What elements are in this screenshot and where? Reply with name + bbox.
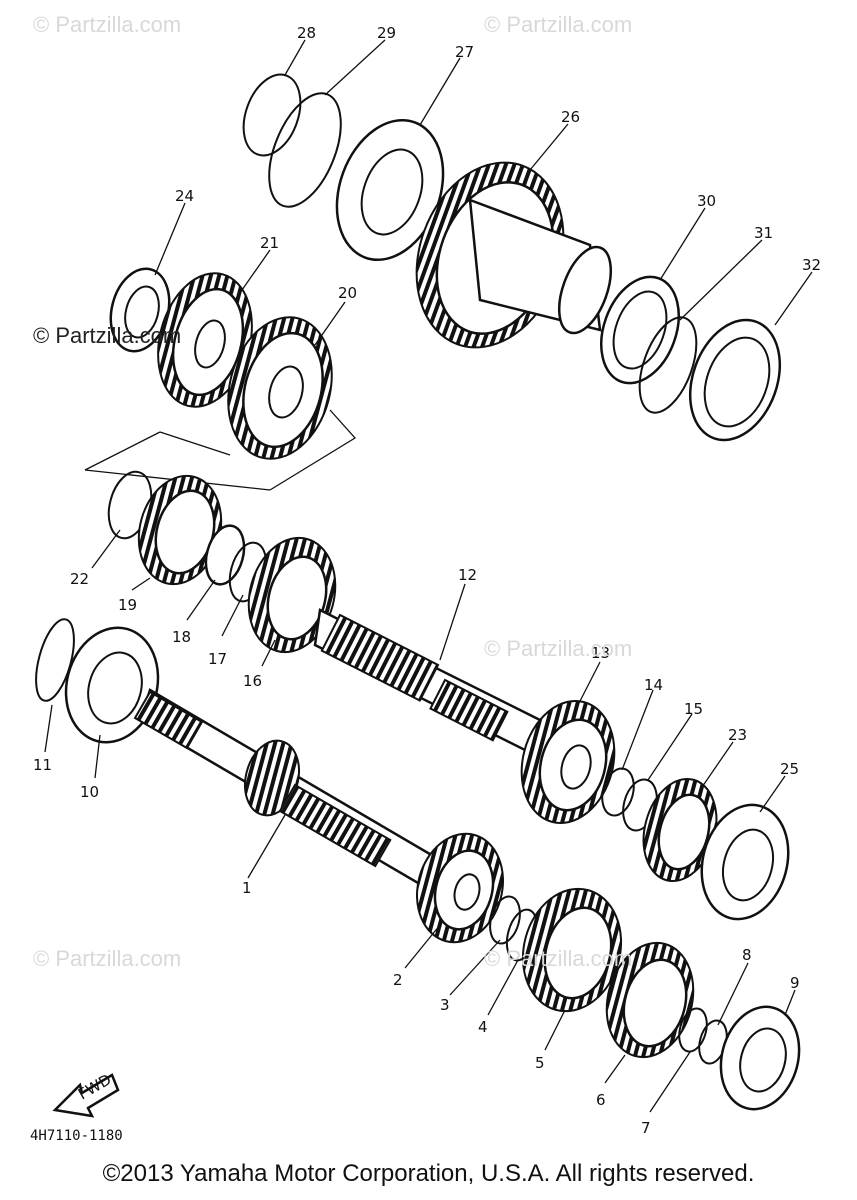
washer-14 (601, 767, 635, 817)
callout-21: 21 (260, 234, 279, 252)
callout-18: 18 (172, 628, 191, 646)
callout-25: 25 (780, 760, 799, 778)
callout-2: 2 (393, 971, 403, 989)
callouts: 1 2 3 4 5 6 7 8 9 10 11 12 13 14 15 16 1… (33, 24, 821, 1137)
o-ring-31 (638, 316, 698, 414)
gear-13 (520, 699, 616, 825)
callout-8: 8 (742, 946, 752, 964)
callout-24: 24 (175, 187, 194, 205)
callout-1: 1 (242, 879, 252, 897)
callout-13: 13 (591, 644, 610, 662)
callout-5: 5 (535, 1054, 545, 1072)
fwd-arrow-icon: FWD (52, 1070, 120, 1118)
washer-3 (489, 895, 521, 945)
callout-23: 23 (728, 726, 747, 744)
callout-16: 16 (243, 672, 262, 690)
diagram-code: 4H7110-1180 (30, 1128, 123, 1144)
bearing-25 (700, 803, 790, 921)
callout-7: 7 (641, 1119, 651, 1137)
bearing-9 (719, 1005, 801, 1111)
callout-9: 9 (790, 974, 800, 992)
bearing-10 (64, 626, 160, 744)
gear-5 (521, 887, 623, 1013)
watermark-top-right: © Partzilla.com (484, 12, 633, 37)
circlip-28 (242, 73, 302, 157)
callout-12: 12 (458, 566, 477, 584)
gear-23 (642, 777, 718, 883)
gear-2 (416, 832, 504, 944)
watermark-top-left: © Partzilla.com (33, 12, 182, 37)
callout-28: 28 (297, 24, 316, 42)
callout-27: 27 (455, 43, 474, 61)
bushing-18 (204, 524, 246, 586)
callout-19: 19 (118, 596, 137, 614)
shaft-12 (313, 608, 542, 757)
gear-6 (605, 941, 695, 1059)
gear-16 (247, 536, 337, 654)
callout-11: 11 (33, 756, 52, 774)
callout-4: 4 (478, 1018, 488, 1036)
callout-22: 22 (70, 570, 89, 588)
callout-15: 15 (684, 700, 703, 718)
callout-26: 26 (561, 108, 580, 126)
watermark-mid-left: © Partzilla.com (33, 323, 182, 348)
callout-17: 17 (208, 650, 227, 668)
callout-10: 10 (80, 783, 99, 801)
bearing-27 (335, 118, 445, 262)
circlip-29 (268, 92, 342, 208)
watermark-mid-right: © Partzilla.com (484, 636, 633, 661)
callout-29: 29 (377, 24, 396, 42)
callout-20: 20 (338, 284, 357, 302)
watermark-low-left: © Partzilla.com (33, 946, 182, 971)
callout-32: 32 (802, 256, 821, 274)
gear-26 (415, 161, 613, 349)
callout-6: 6 (596, 1091, 606, 1109)
main-axle-1 (133, 688, 442, 892)
callout-3: 3 (440, 996, 450, 1014)
copyright-notice: ©2013 Yamaha Motor Corporation, U.S.A. A… (102, 1160, 755, 1187)
callout-14: 14 (644, 676, 663, 694)
gear-20 (227, 316, 333, 460)
watermark-low-right: © Partzilla.com (484, 946, 633, 971)
callout-30: 30 (697, 192, 716, 210)
collar-30 (600, 275, 680, 385)
gear-19 (137, 474, 223, 586)
washer-7 (678, 1007, 708, 1053)
oil-seal-32 (688, 318, 782, 442)
callout-31: 31 (754, 224, 773, 242)
